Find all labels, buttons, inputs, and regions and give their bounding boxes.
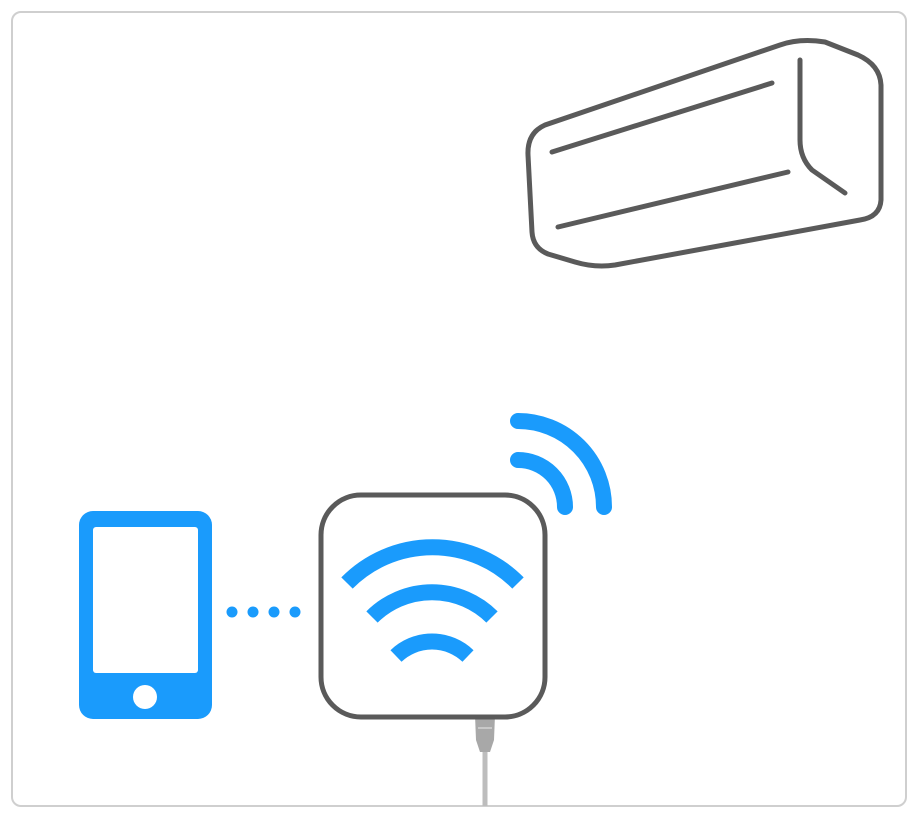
wireless-signal-icon bbox=[510, 413, 612, 515]
smartphone-icon bbox=[79, 511, 212, 719]
wifi-hub-icon bbox=[318, 492, 548, 720]
connection-dots-icon bbox=[226, 606, 301, 618]
power-cable-icon bbox=[475, 715, 495, 806]
air-conditioner-icon bbox=[525, 38, 884, 269]
